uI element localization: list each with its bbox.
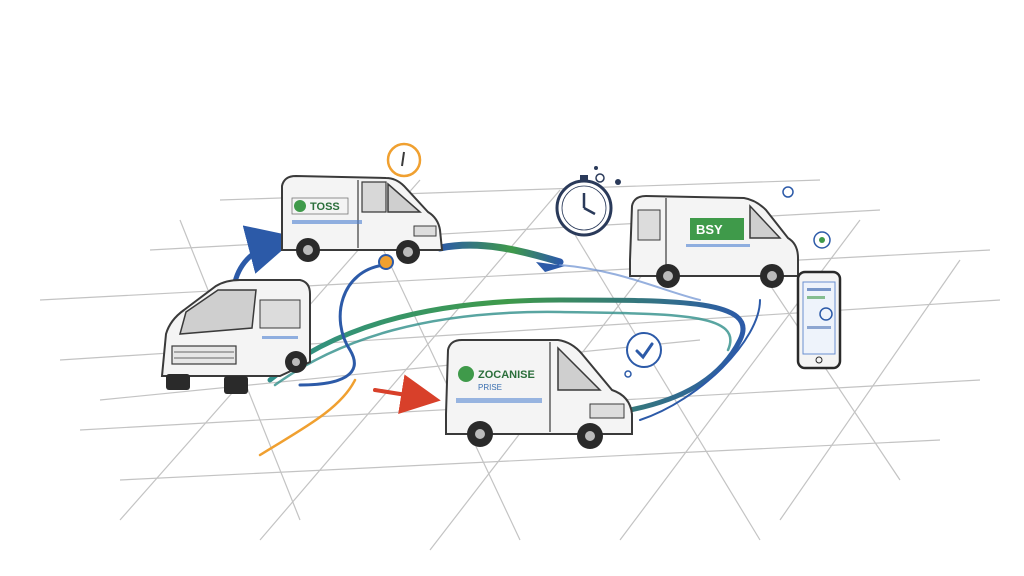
- clock-icon: [555, 175, 613, 237]
- target-icon: [813, 231, 831, 249]
- small-dot-icons: [594, 166, 621, 185]
- location-pin-icon: [378, 254, 394, 270]
- van-top-right: BSY: [629, 194, 799, 288]
- route-loop: [298, 263, 387, 387]
- van-center-logo-subtext: PRISE: [478, 383, 502, 392]
- van-center-logo-text: ZOCANISE: [478, 369, 535, 381]
- route-blue-arrow: [232, 225, 298, 285]
- van-top-right-logo-text: BSY: [696, 222, 723, 237]
- van-center: ZOCANISE PRISE: [445, 339, 633, 449]
- small-status-icon: [782, 186, 794, 198]
- route-lines: [232, 225, 761, 457]
- route-red-arrow: [373, 374, 441, 414]
- van-top-left: TOSS: [281, 174, 444, 264]
- route-swoop-a: [267, 297, 746, 413]
- van-top-left-logo-text: TOSS: [310, 201, 340, 213]
- route-top-connector: [436, 241, 564, 266]
- route-right-link: [639, 299, 761, 421]
- route-orange: [258, 378, 357, 457]
- timer-badge-icon: [386, 142, 422, 178]
- route-far-right: [559, 264, 701, 301]
- phone-icon: [796, 270, 842, 370]
- checkmark-icon: [624, 332, 662, 378]
- van-left: [160, 279, 311, 394]
- route-swoop-b: [273, 310, 732, 387]
